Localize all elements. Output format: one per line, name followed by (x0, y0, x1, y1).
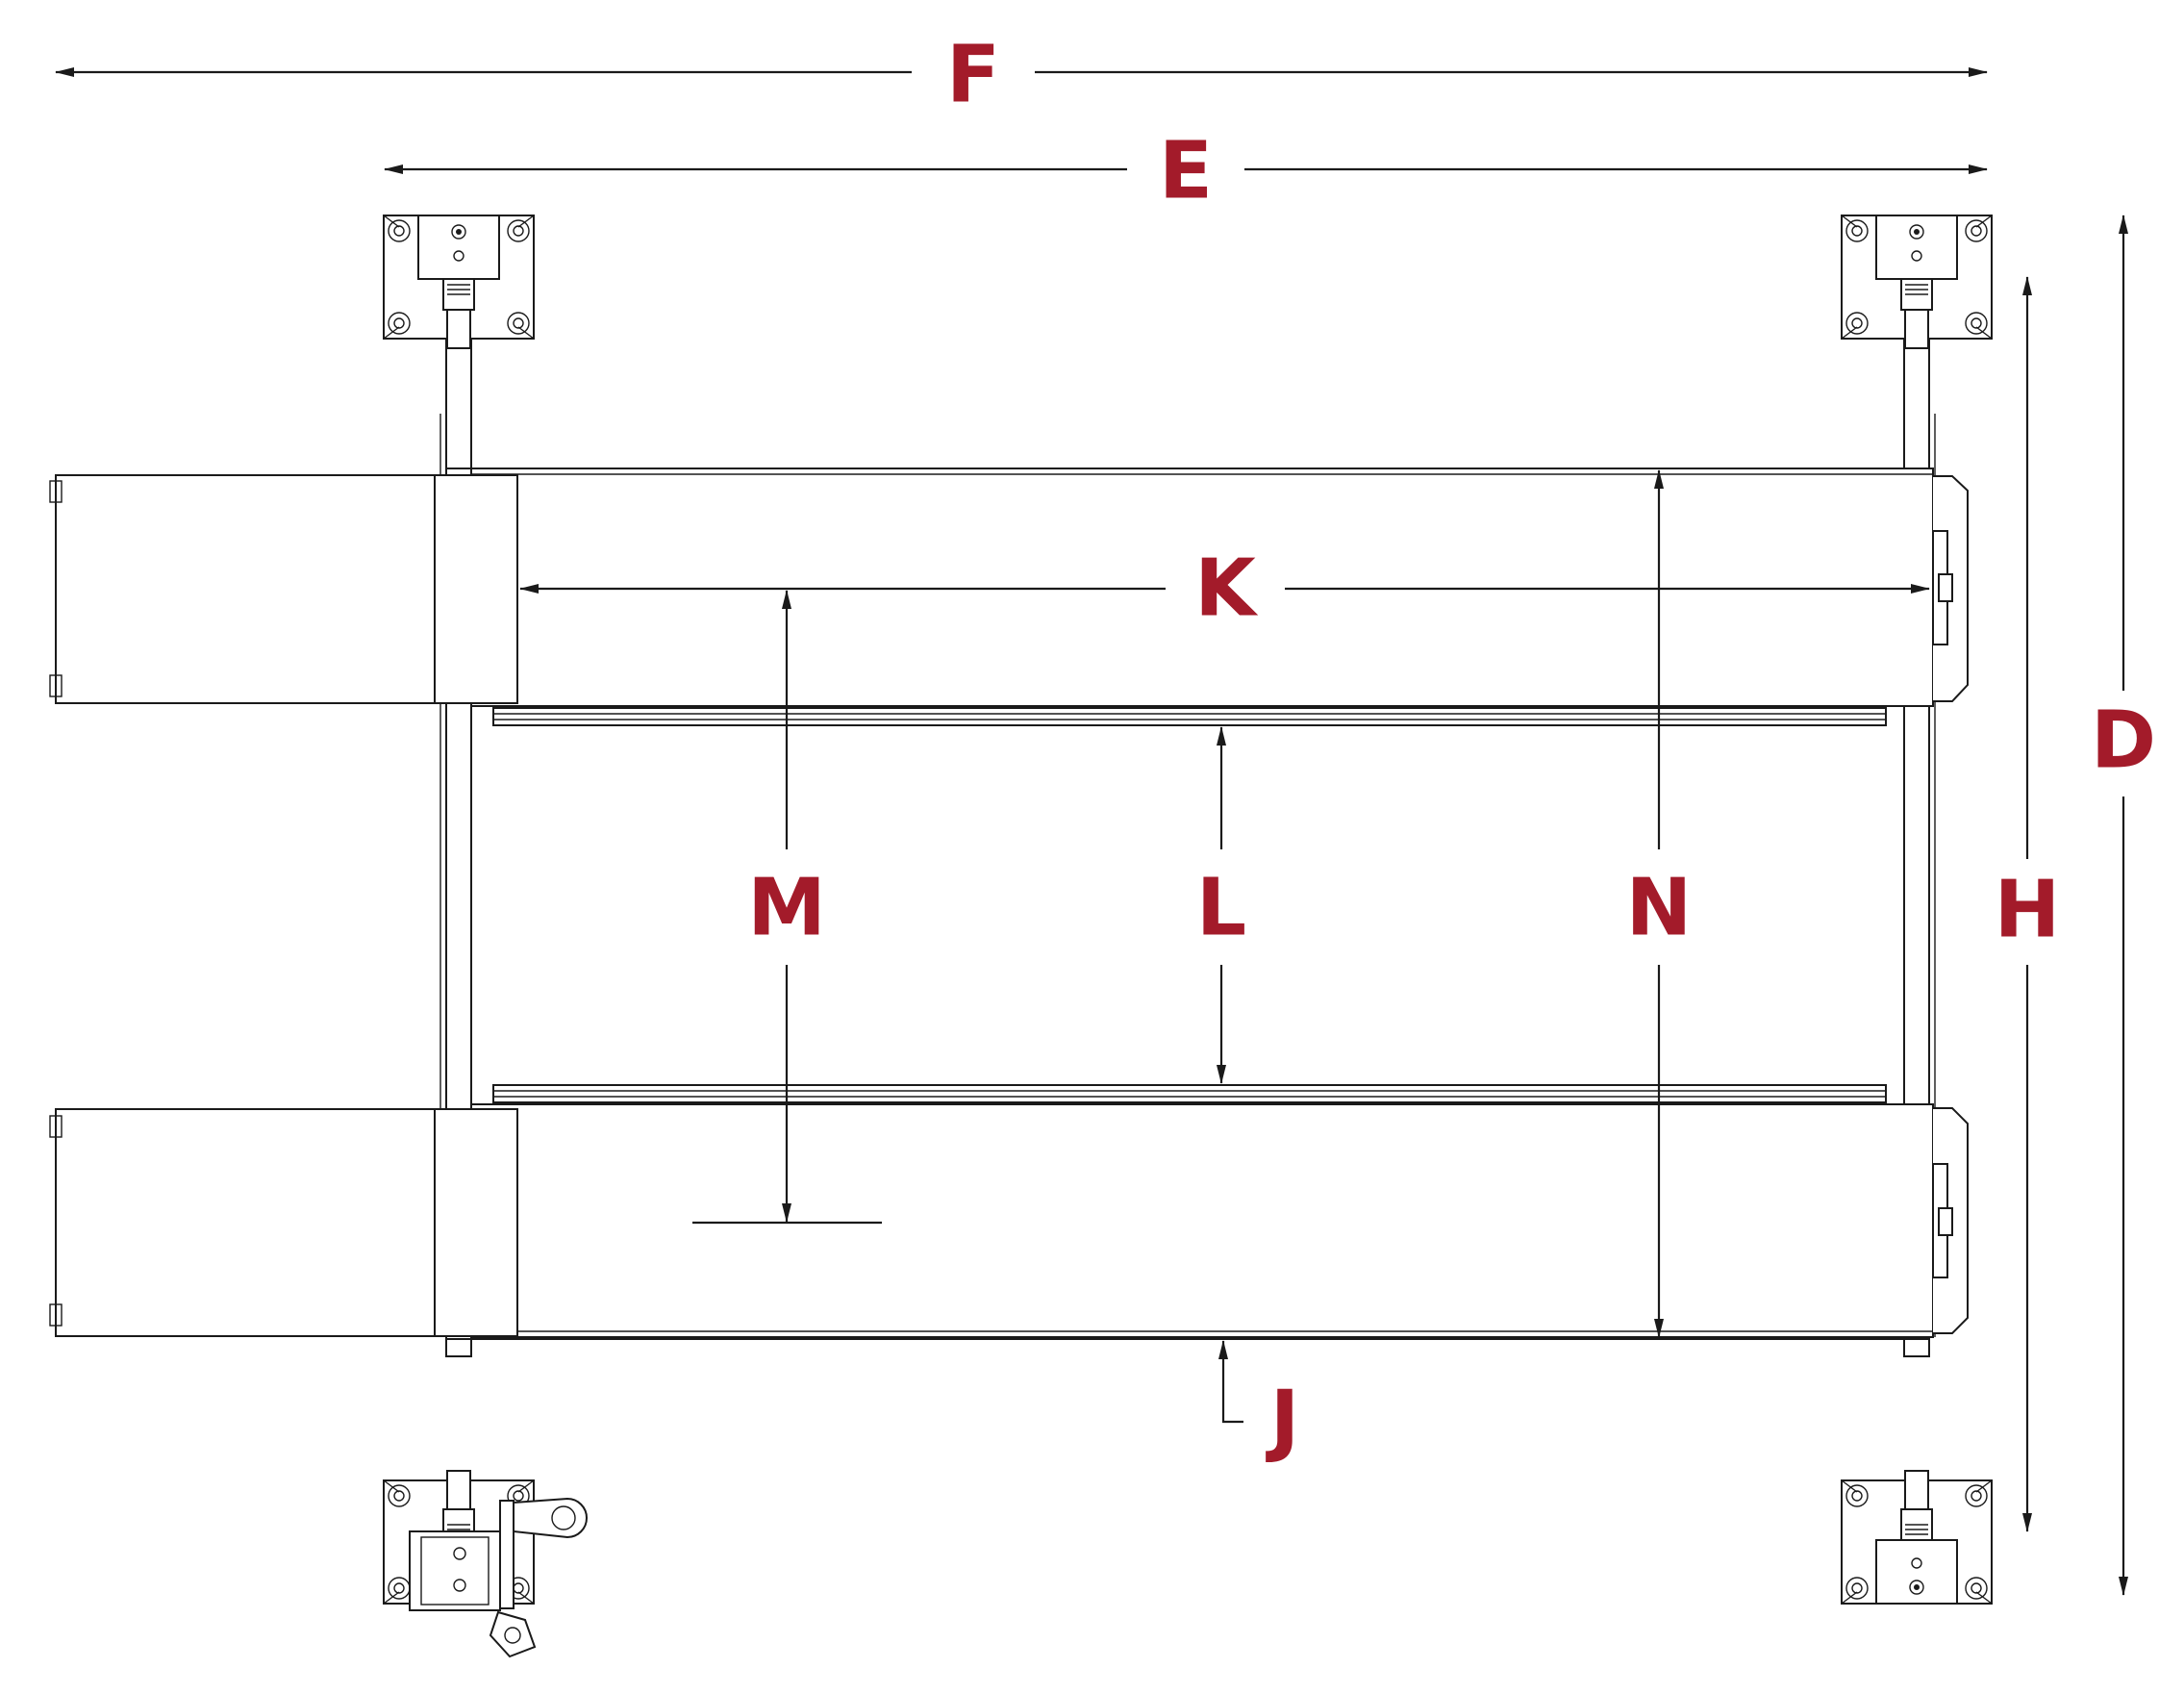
dimensions (55, 67, 2128, 1596)
baseplate-bottom-right (1841, 1470, 1993, 1605)
baseplate-top-right (1841, 215, 1993, 349)
label-d: D (2091, 695, 2156, 787)
label-k: K (1194, 544, 1259, 635)
label-n: N (1626, 863, 1693, 954)
label-h: H (1995, 865, 2061, 956)
label-f: F (946, 30, 1000, 121)
label-l: L (1196, 863, 1246, 954)
label-e: E (1159, 126, 1213, 217)
dim-line-j (1218, 1340, 1243, 1424)
dimension-labels: F E D H K M L N J (747, 30, 2156, 1466)
baseplate-top-left (383, 215, 535, 349)
power-unit (409, 1497, 588, 1658)
runway-top (49, 468, 1969, 726)
runway-bottom (49, 1084, 1969, 1338)
lift-structure (49, 215, 1993, 1658)
label-m: M (747, 863, 826, 954)
label-j: J (1266, 1375, 1300, 1466)
